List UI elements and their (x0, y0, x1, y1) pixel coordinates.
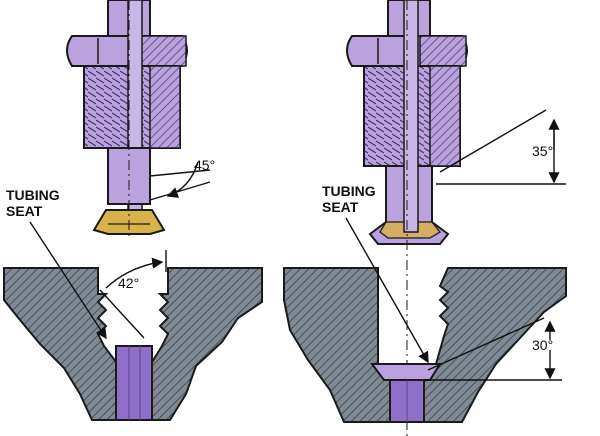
right-tube-bore (403, 0, 419, 233)
left-seat-label-line2: SEAT (6, 203, 43, 219)
right-flared-fitting (346, 0, 468, 436)
right-body-counterbore (370, 363, 442, 381)
right-seat-angle-annotation: 30° (424, 317, 562, 381)
left-body-bore (115, 345, 153, 421)
right-body-section-hatch (429, 65, 461, 167)
left-body-section-hatch (149, 65, 181, 149)
right-seat-label-line2: SEAT (322, 199, 359, 215)
right-seat-label-line1: TUBING (322, 183, 376, 199)
right-nut-section-hatch (419, 35, 467, 67)
left-nut-section-hatch (139, 35, 187, 67)
right-flare-angle: 35° (532, 143, 553, 159)
left-flared-fitting (66, 0, 188, 240)
right-seat-angle: 30° (532, 337, 553, 353)
left-flare-angle: 45° (194, 157, 215, 173)
left-tubing-seat-label: TUBING SEAT (6, 187, 107, 340)
left-seat-angle: 42° (118, 275, 139, 291)
left-flare-angle-annotation: 45° (149, 157, 215, 201)
right-flare-angle-annotation: 35° (436, 109, 566, 185)
right-tubing-seat-label: TUBING SEAT (322, 183, 429, 364)
left-body-section (3, 267, 263, 421)
right-body-section (283, 267, 567, 423)
right-port-body (283, 267, 567, 423)
left-port-body (3, 267, 263, 421)
left-seat-angle-annotation: 42° (99, 250, 167, 339)
left-seat-label-line1: TUBING (6, 187, 60, 203)
